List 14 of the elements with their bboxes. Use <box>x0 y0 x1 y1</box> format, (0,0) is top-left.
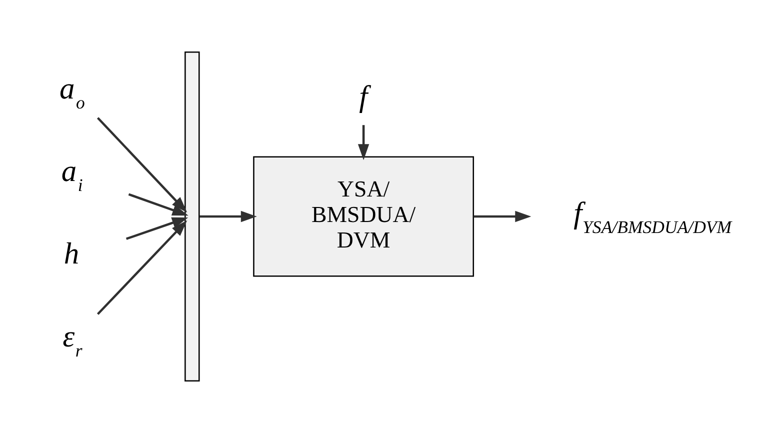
node-text: ε$_{r}$ <box>62 318 82 360</box>
arrow <box>474 210 532 222</box>
arrow <box>199 210 257 222</box>
node-box: YSA/ BMSDUA/ DVM <box>253 156 474 276</box>
arrow <box>128 192 188 216</box>
arrow <box>96 116 188 212</box>
arrow <box>96 220 188 314</box>
arrow <box>358 124 370 160</box>
node-text: h <box>64 236 80 270</box>
arrow <box>126 216 188 240</box>
node-bar <box>184 50 200 382</box>
node-text: a$_{i}$ <box>61 154 83 195</box>
node-text: f$_{YSA/BMSDUA/DVM}$ <box>574 196 732 237</box>
node-text: a$_{o}$ <box>59 71 85 112</box>
